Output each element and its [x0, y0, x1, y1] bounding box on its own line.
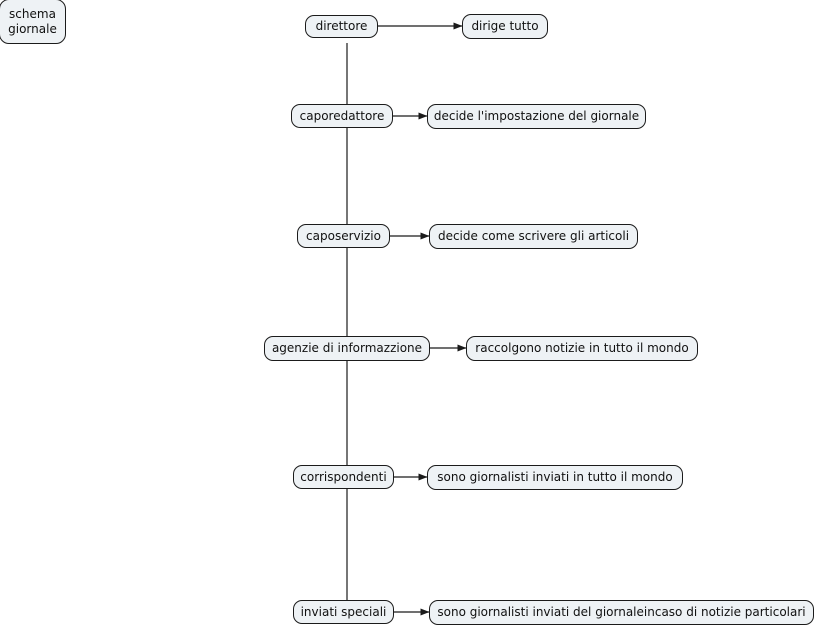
- node-description-corrispondenti[interactable]: sono giornalisti inviati in tutto il mon…: [427, 465, 683, 490]
- title-line-2: giornale: [8, 21, 57, 36]
- node-label: caposervizio: [306, 228, 381, 243]
- node-role-inviati-speciali[interactable]: inviati speciali: [293, 600, 394, 624]
- node-label: corrispondenti: [300, 469, 387, 484]
- node-description-agenzie-di-informazzione[interactable]: raccolgono notizie in tutto il mondo: [466, 336, 698, 361]
- node-label: inviati speciali: [300, 604, 387, 619]
- node-role-corrispondenti[interactable]: corrispondenti: [293, 465, 394, 489]
- node-description-caporedattore[interactable]: decide l'impostazione del giornale: [427, 104, 646, 129]
- title-line-1: schema: [9, 7, 56, 22]
- node-description-inviati-speciali[interactable]: sono giornalisti inviati del giornaleinc…: [429, 600, 814, 625]
- node-role-caporedattore[interactable]: caporedattore: [291, 104, 393, 128]
- node-label: sono giornalisti inviati in tutto il mon…: [437, 470, 673, 485]
- node-role-caposervizio[interactable]: caposervizio: [297, 224, 390, 248]
- node-label: raccolgono notizie in tutto il mondo: [475, 341, 689, 356]
- node-label: decide come scrivere gli articoli: [437, 229, 630, 244]
- node-role-direttore[interactable]: direttore: [305, 15, 378, 38]
- node-description-caposervizio[interactable]: decide come scrivere gli articoli: [429, 224, 638, 249]
- node-description-direttore[interactable]: dirige tutto: [462, 14, 548, 39]
- diagram-title-box: schema giornale: [0, 0, 66, 44]
- node-label: caporedattore: [299, 108, 385, 123]
- node-label: dirige tutto: [471, 19, 539, 34]
- node-label: direttore: [315, 19, 368, 34]
- node-label: decide l'impostazione del giornale: [433, 109, 640, 124]
- node-label: agenzie di informazzione: [271, 341, 423, 356]
- node-role-agenzie-di-informazzione[interactable]: agenzie di informazzione: [264, 336, 430, 361]
- node-label: sono giornalisti inviati del giornaleinc…: [437, 605, 806, 620]
